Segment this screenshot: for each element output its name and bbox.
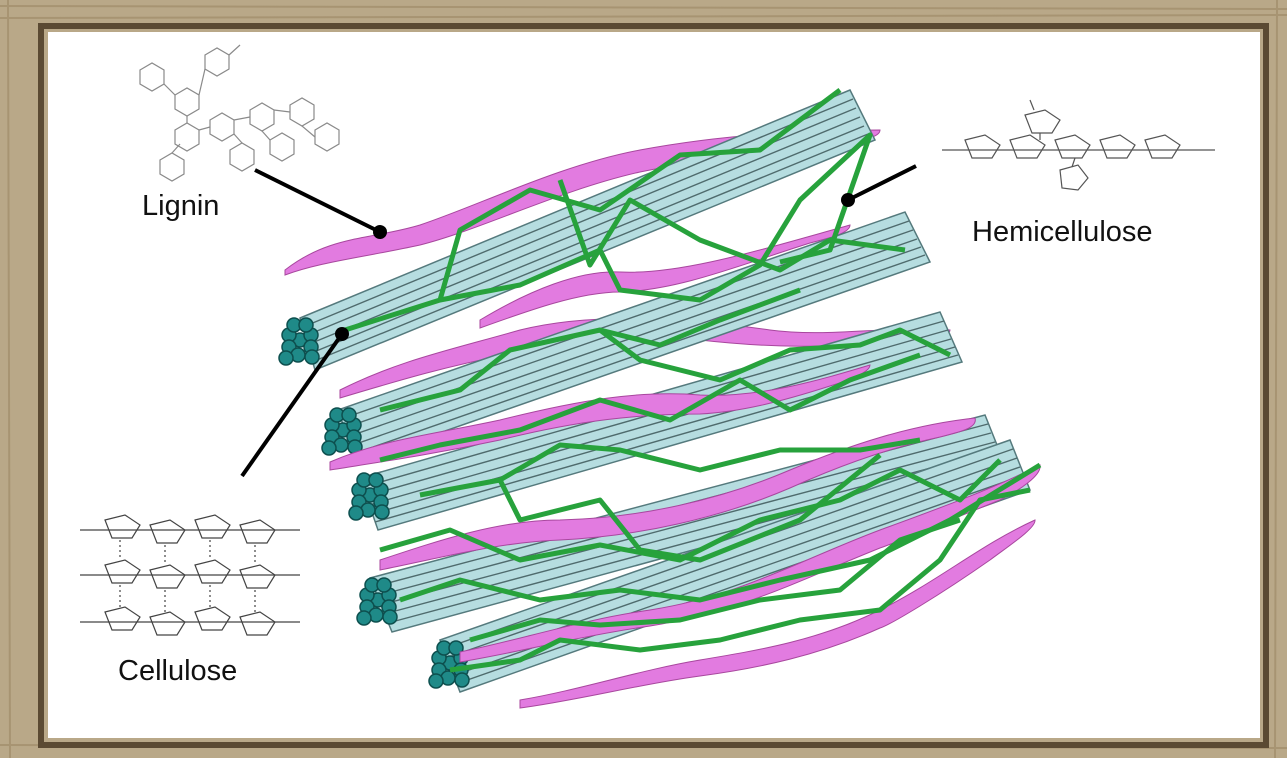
lignin-leader-line xyxy=(255,170,380,232)
cellulose-structure-image xyxy=(80,515,300,635)
lignin-label: Lignin xyxy=(142,190,219,223)
cellulose-label: Cellulose xyxy=(118,655,237,688)
hemicellulose-pointer-dot xyxy=(841,193,855,207)
diagram-canvas xyxy=(48,32,1260,738)
lignin-structure-image xyxy=(140,45,339,181)
hemicellulose-structure-image xyxy=(942,100,1215,190)
hemicellulose-label: Hemicellulose xyxy=(972,216,1153,249)
cellulose-pointer-dot xyxy=(335,327,349,341)
lignin-pointer-dot xyxy=(373,225,387,239)
